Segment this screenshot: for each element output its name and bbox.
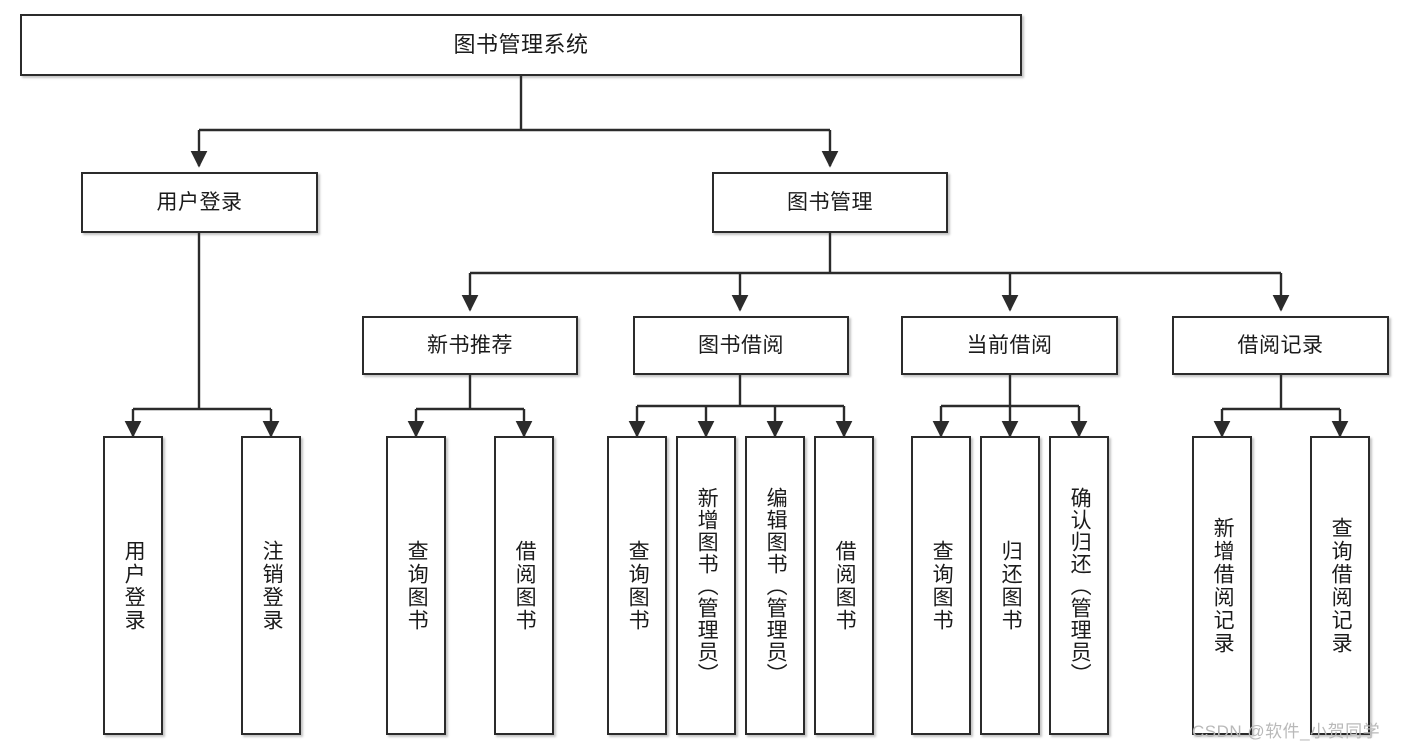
node-book-borrow[interactable]: 图书借阅 [633,316,849,375]
node-label: 借阅记录 [1237,333,1324,357]
leaf-borrow-edit-book-admin[interactable]: 编辑图书（管理员） [745,436,805,735]
node-new-book-recommend[interactable]: 新书推荐 [362,316,578,375]
node-label: 当前借阅 [966,333,1053,357]
leaf-record-add-record[interactable]: 新增借阅记录 [1192,436,1252,735]
leaf-current-query-book[interactable]: 查询图书 [911,436,971,735]
leaf-borrow-add-book-admin[interactable]: 新增图书（管理员） [676,436,736,735]
leaf-record-query-record[interactable]: 查询借阅记录 [1310,436,1370,735]
node-label: 查询图书 [930,539,954,632]
node-label: 用户登录 [156,190,243,214]
node-root-system[interactable]: 图书管理系统 [20,14,1022,76]
node-label: 查询借阅记录 [1329,516,1353,655]
leaf-borrow-borrow-book[interactable]: 借阅图书 [814,436,874,735]
node-label: 查询图书 [626,539,650,632]
node-label: 归还图书 [999,539,1023,632]
node-label: 借阅图书 [513,539,537,632]
csdn-watermark: CSDN @软件_小贺同学 [1192,722,1381,741]
node-label: 注销登录 [260,539,284,632]
node-label: 图书管理 [787,190,873,214]
leaf-new-book-borrow[interactable]: 借阅图书 [494,436,554,735]
leaf-current-return-book[interactable]: 归还图书 [980,436,1040,735]
node-label: 编辑图书（管理员） [764,486,788,685]
leaf-current-confirm-return-admin[interactable]: 确认归还（管理员） [1049,436,1109,735]
node-label: 新增图书（管理员） [695,486,719,685]
leaf-user-login-login[interactable]: 用户登录 [103,436,163,735]
node-current-borrow[interactable]: 当前借阅 [901,316,1118,375]
node-borrow-record[interactable]: 借阅记录 [1172,316,1389,375]
node-label: 新书推荐 [427,333,513,357]
node-label: 借阅图书 [833,539,857,632]
node-label: 确认归还（管理员） [1068,486,1092,685]
leaf-user-login-logout[interactable]: 注销登录 [241,436,301,735]
node-label: 图书借阅 [698,333,784,357]
node-label: 查询图书 [405,539,429,632]
node-user-login[interactable]: 用户登录 [81,172,318,233]
node-book-management[interactable]: 图书管理 [712,172,948,233]
node-label: 新增借阅记录 [1211,516,1235,655]
node-label: 用户登录 [122,539,146,632]
leaf-new-book-query[interactable]: 查询图书 [386,436,446,735]
leaf-borrow-query-book[interactable]: 查询图书 [607,436,667,735]
node-label: 图书管理系统 [453,31,589,57]
